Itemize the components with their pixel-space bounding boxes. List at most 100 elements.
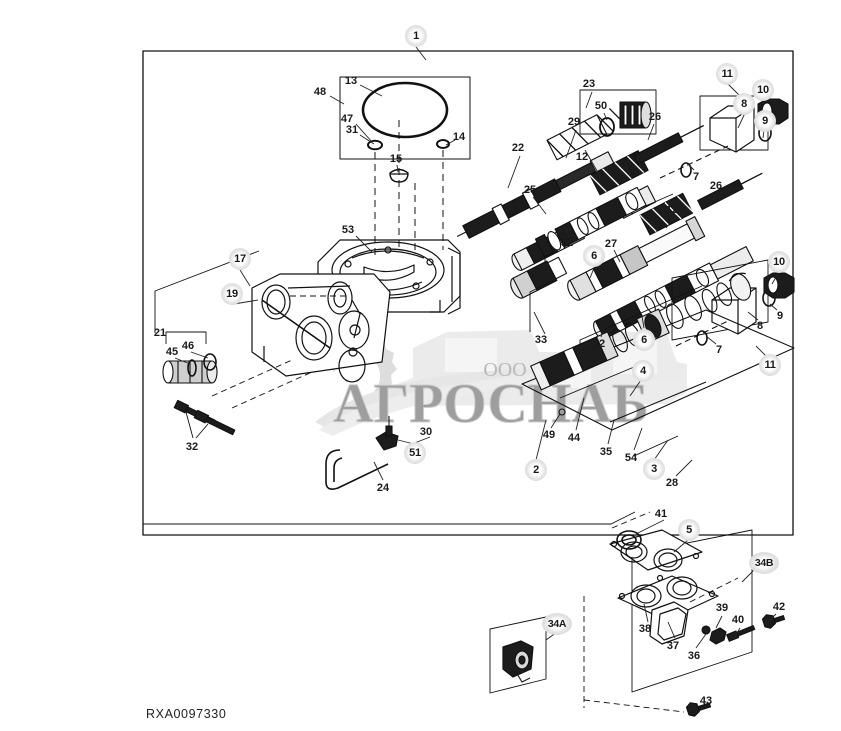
spring-12-lower [639,182,720,236]
group-bracket-45-46 [165,331,207,344]
callout-22: 22 [511,142,525,154]
bolts-32 [173,399,236,439]
seal-kit-inset-box [339,76,471,160]
callout-1: 1 [405,25,427,47]
tube-24 [325,449,389,490]
rod-26-lower [697,172,763,211]
link-rod-19 [261,299,331,349]
callout-12b: 12 [665,204,679,216]
group-bracket-21 [154,250,260,333]
callout-34A: 34A [542,613,572,635]
callout-28: 28 [665,477,679,489]
callout-37: 37 [666,640,680,652]
callout-11: 11 [716,63,738,85]
group-bracket-23 [579,89,657,135]
callout-3: 3 [643,458,665,480]
callout-15: 15 [389,153,403,165]
bushing-17 [327,281,361,357]
group-bracket-28 [633,435,679,457]
callout-33: 33 [534,334,548,346]
seal-41 [616,530,642,550]
axis-line [583,699,685,713]
callout-32: 32 [185,441,199,453]
callout-41: 41 [654,508,668,520]
callout-17: 17 [229,248,251,270]
callout-9: 9 [754,110,776,132]
callout-26: 26 [648,111,662,123]
callout-53: 53 [341,224,355,236]
callout-49: 49 [542,429,556,441]
callout-21: 21 [153,327,167,339]
callout-8: 8 [733,93,755,115]
callout-13: 13 [344,75,358,87]
spool-assembly-27 [567,216,706,301]
housing-19 [251,273,391,383]
callout-35: 35 [599,446,613,458]
callout-5: 5 [678,519,700,541]
oring-50 [599,117,615,137]
callout-25: 25 [523,184,537,196]
callout-39: 39 [715,602,729,614]
callout-48: 48 [313,86,327,98]
rod-26-upper [633,124,705,166]
switch-part-34A [502,640,534,683]
oring-31 [367,139,383,151]
callout-38: 38 [638,623,652,635]
oring-7-lower [696,330,708,346]
oring-14 [436,139,450,149]
oring-46 [203,353,217,371]
callout-40: 40 [731,614,745,626]
callout-6: 6 [583,245,605,267]
callout-4: 4 [632,360,654,382]
callout-26b: 26 [709,180,723,192]
figure-code: RXA0097330 [146,707,227,721]
fitting-30-51 [375,416,399,451]
pin-7-lower [675,319,731,347]
callout-11b: 11 [759,354,781,376]
callout-47: 47 [340,113,354,125]
oring-45 [187,359,197,377]
callout-43: 43 [699,695,713,707]
axis-line [689,577,739,603]
spring-29 [546,101,639,161]
pin-36-39-40 [701,625,756,645]
leader-lines [174,46,780,715]
callout-31: 31 [345,124,359,136]
spool-assembly-lower [593,246,754,340]
oring-13 [361,81,449,139]
callout-12: 12 [575,151,589,163]
fitting-23 [619,101,652,129]
fitting-33 [510,256,568,299]
callout-9b: 9 [776,310,784,322]
callout-51: 51 [404,442,426,464]
callout-50: 50 [594,100,608,112]
callout-24: 24 [376,482,390,494]
callout-7: 7 [692,171,700,183]
callout-30: 30 [419,426,433,438]
callout-46: 46 [181,340,195,352]
callout-52: 52 [560,237,574,249]
axis-line [611,511,651,529]
callout-34B: 34B [749,552,779,574]
callout-27: 27 [604,238,618,250]
callout-6b: 6 [633,329,655,351]
group-bracket-33 [529,279,555,332]
callout-29: 29 [567,116,581,128]
callout-42: 42 [772,601,786,613]
spool-assembly-22 [456,151,615,239]
leader-line [143,511,636,525]
manifold-plate-38 [617,574,719,621]
bracket-37 [649,601,689,645]
callout-23: 23 [582,78,596,90]
callout-14: 14 [452,131,466,143]
callout-52b: 52 [592,338,606,350]
oring-7-upper [680,162,692,178]
group-plane-34B [631,529,753,693]
detail-49 [558,408,566,416]
spool-21 [162,360,218,384]
callout-45: 45 [165,346,179,358]
callout-8b: 8 [756,320,764,332]
poppet-strip-52-upper [534,186,647,258]
